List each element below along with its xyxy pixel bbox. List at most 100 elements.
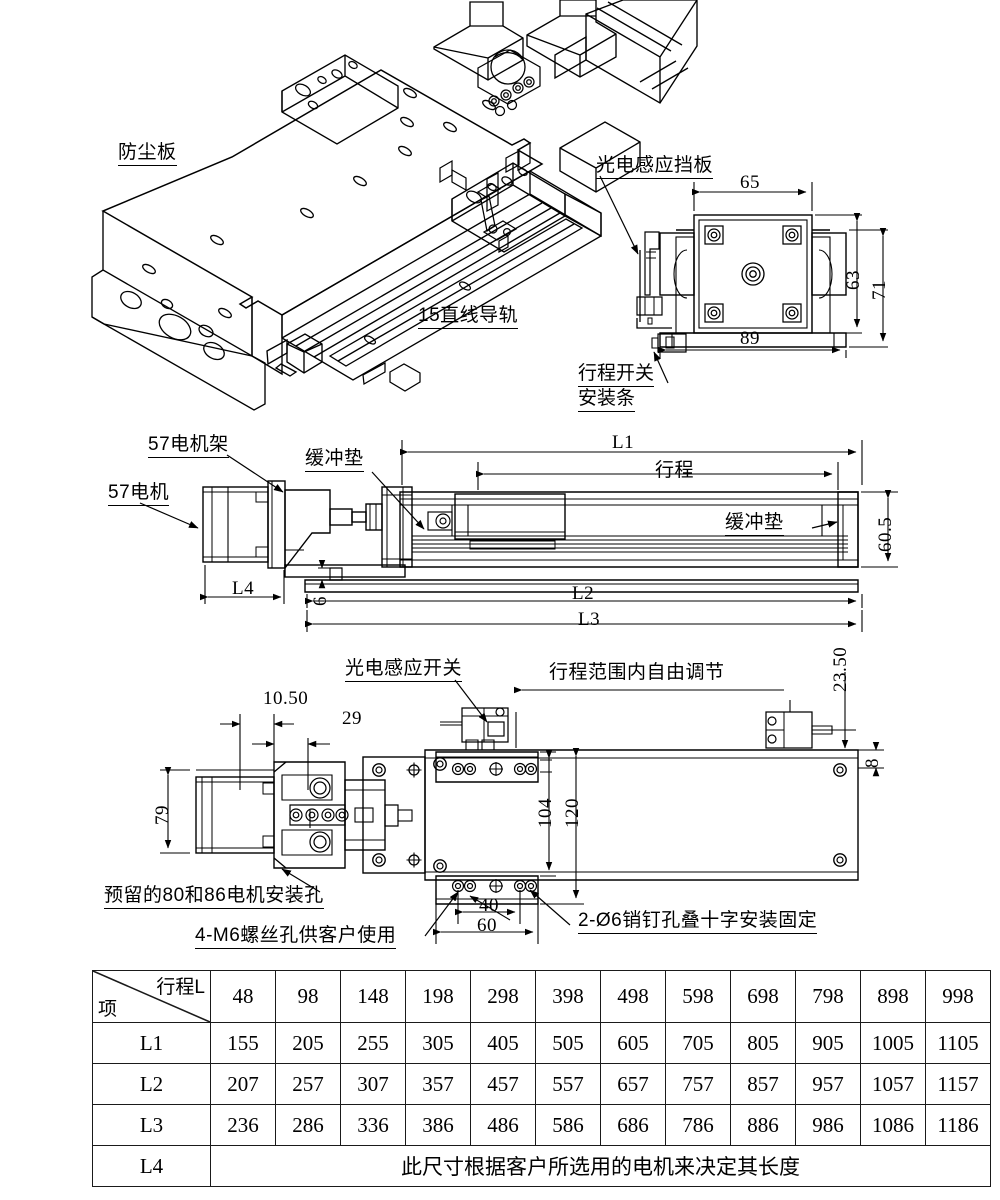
table-row-label-L1: L1	[92, 1022, 211, 1064]
callout-dowel-pin-holes: 2-Ø6销钉孔叠十字安装固定	[578, 910, 818, 934]
callout-photo-sensor-baffle: 光电感应挡板	[596, 155, 714, 179]
callout-m6-screw-holes: 4-M6螺丝孔供客户使用	[195, 925, 397, 949]
table-stroke-header-0: 48	[210, 970, 276, 1023]
table-stroke-header-6: 498	[600, 970, 666, 1023]
dim-120: 120	[562, 798, 583, 828]
table-stroke-header-9: 798	[795, 970, 861, 1023]
table-cell: 886	[730, 1104, 796, 1146]
dim-89: 89	[740, 328, 760, 349]
table-cell: 1186	[925, 1104, 991, 1146]
table-cell: 705	[665, 1022, 731, 1064]
table-cell: 305	[405, 1022, 471, 1064]
plan-view-dimensions	[160, 672, 884, 944]
isometric-view-geometry	[91, 0, 698, 411]
table-stroke-header-8: 698	[730, 970, 796, 1023]
table-row-label-L4: L4	[92, 1145, 211, 1187]
section-view-geometry	[636, 214, 847, 353]
callout-buffer-pad-right: 缓冲垫	[725, 512, 784, 536]
dim-10-50: 10.50	[263, 688, 309, 709]
table-cell: 686	[600, 1104, 666, 1146]
table-cell: 986	[795, 1104, 861, 1146]
dim-71: 71	[869, 280, 890, 300]
table-cell: 155	[210, 1022, 276, 1064]
dim-63: 63	[843, 270, 864, 290]
table-stroke-header-3: 198	[405, 970, 471, 1023]
table-stroke-header-10: 898	[860, 970, 926, 1023]
plan-view-leaders	[281, 679, 571, 937]
dim-60-5: 60.5	[875, 516, 896, 552]
callout-dust-plate: 防尘板	[118, 142, 177, 166]
table-cell: 207	[210, 1063, 276, 1105]
callout-reserved-motor-holes: 预留的80和86电机安装孔	[104, 885, 324, 909]
table-cell: 657	[600, 1063, 666, 1105]
dim-29: 29	[342, 708, 362, 729]
table-stroke-header-2: 148	[340, 970, 406, 1023]
callout-linear-guide: 15直线导轨	[418, 305, 519, 329]
side-elevation-geometry	[202, 480, 859, 593]
dim-8: 8	[862, 758, 883, 768]
table-cell: 255	[340, 1022, 406, 1064]
table-cell: 805	[730, 1022, 796, 1064]
table-row-label-L3: L3	[92, 1104, 211, 1146]
dim-60: 60	[477, 915, 497, 936]
dim-L2: L2	[572, 583, 595, 604]
callout-free-adjust: 行程范围内自由调节	[549, 662, 725, 683]
table-cell: 757	[665, 1063, 731, 1105]
dim-104: 104	[535, 798, 556, 828]
table-cell: 905	[795, 1022, 861, 1064]
table-stroke-header-1: 98	[275, 970, 341, 1023]
dim-L1: L1	[612, 432, 635, 453]
table-stroke-header-7: 598	[665, 970, 731, 1023]
diagonal-divider-icon	[93, 971, 210, 1022]
callout-photo-sensor-switch: 光电感应开关	[345, 658, 463, 682]
dim-65: 65	[740, 172, 760, 193]
dim-L3: L3	[578, 609, 601, 630]
table-cell: 405	[470, 1022, 536, 1064]
table-footer-note: 此尺寸根据客户所选用的电机来决定其长度	[210, 1145, 991, 1187]
dim-23-50: 23.50	[830, 646, 851, 692]
table-cell: 857	[730, 1063, 796, 1105]
plan-view-geometry	[195, 707, 859, 905]
table-stroke-header-5: 398	[535, 970, 601, 1023]
table-cell: 557	[535, 1063, 601, 1105]
callout-motor-bracket-57: 57电机架	[148, 434, 229, 458]
table-cell: 1105	[925, 1022, 991, 1064]
dim-40: 40	[479, 895, 499, 916]
callout-limit-switch-bar-line2: 安装条	[578, 387, 636, 412]
table-cell: 386	[405, 1104, 471, 1146]
dim-79: 79	[152, 805, 173, 825]
table-cell: 1086	[860, 1104, 926, 1146]
table-cell: 1005	[860, 1022, 926, 1064]
table-corner-top-label: 行程L	[156, 977, 205, 998]
table-stroke-header-11: 998	[925, 970, 991, 1023]
table-cell: 1057	[860, 1063, 926, 1105]
table-cell: 257	[275, 1063, 341, 1105]
dim-6: 6	[310, 596, 331, 606]
table-cell: 586	[535, 1104, 601, 1146]
table-cell: 1157	[925, 1063, 991, 1105]
table-corner-cell: 行程L 项	[92, 970, 211, 1023]
table-cell: 286	[275, 1104, 341, 1146]
table-cell: 236	[210, 1104, 276, 1146]
table-corner-bottom-label: 项	[98, 999, 118, 1020]
table-cell: 957	[795, 1063, 861, 1105]
callout-motor-57: 57电机	[108, 482, 170, 506]
callout-limit-switch-bar-line1: 行程开关	[578, 362, 655, 387]
table-cell: 205	[275, 1022, 341, 1064]
table-cell: 457	[470, 1063, 536, 1105]
side-elevation-dimensions	[199, 440, 898, 632]
table-cell: 486	[470, 1104, 536, 1146]
table-cell: 357	[405, 1063, 471, 1105]
table-cell: 786	[665, 1104, 731, 1146]
table-row-label-L2: L2	[92, 1063, 211, 1105]
table-cell: 336	[340, 1104, 406, 1146]
dim-stroke: 行程	[655, 460, 695, 481]
